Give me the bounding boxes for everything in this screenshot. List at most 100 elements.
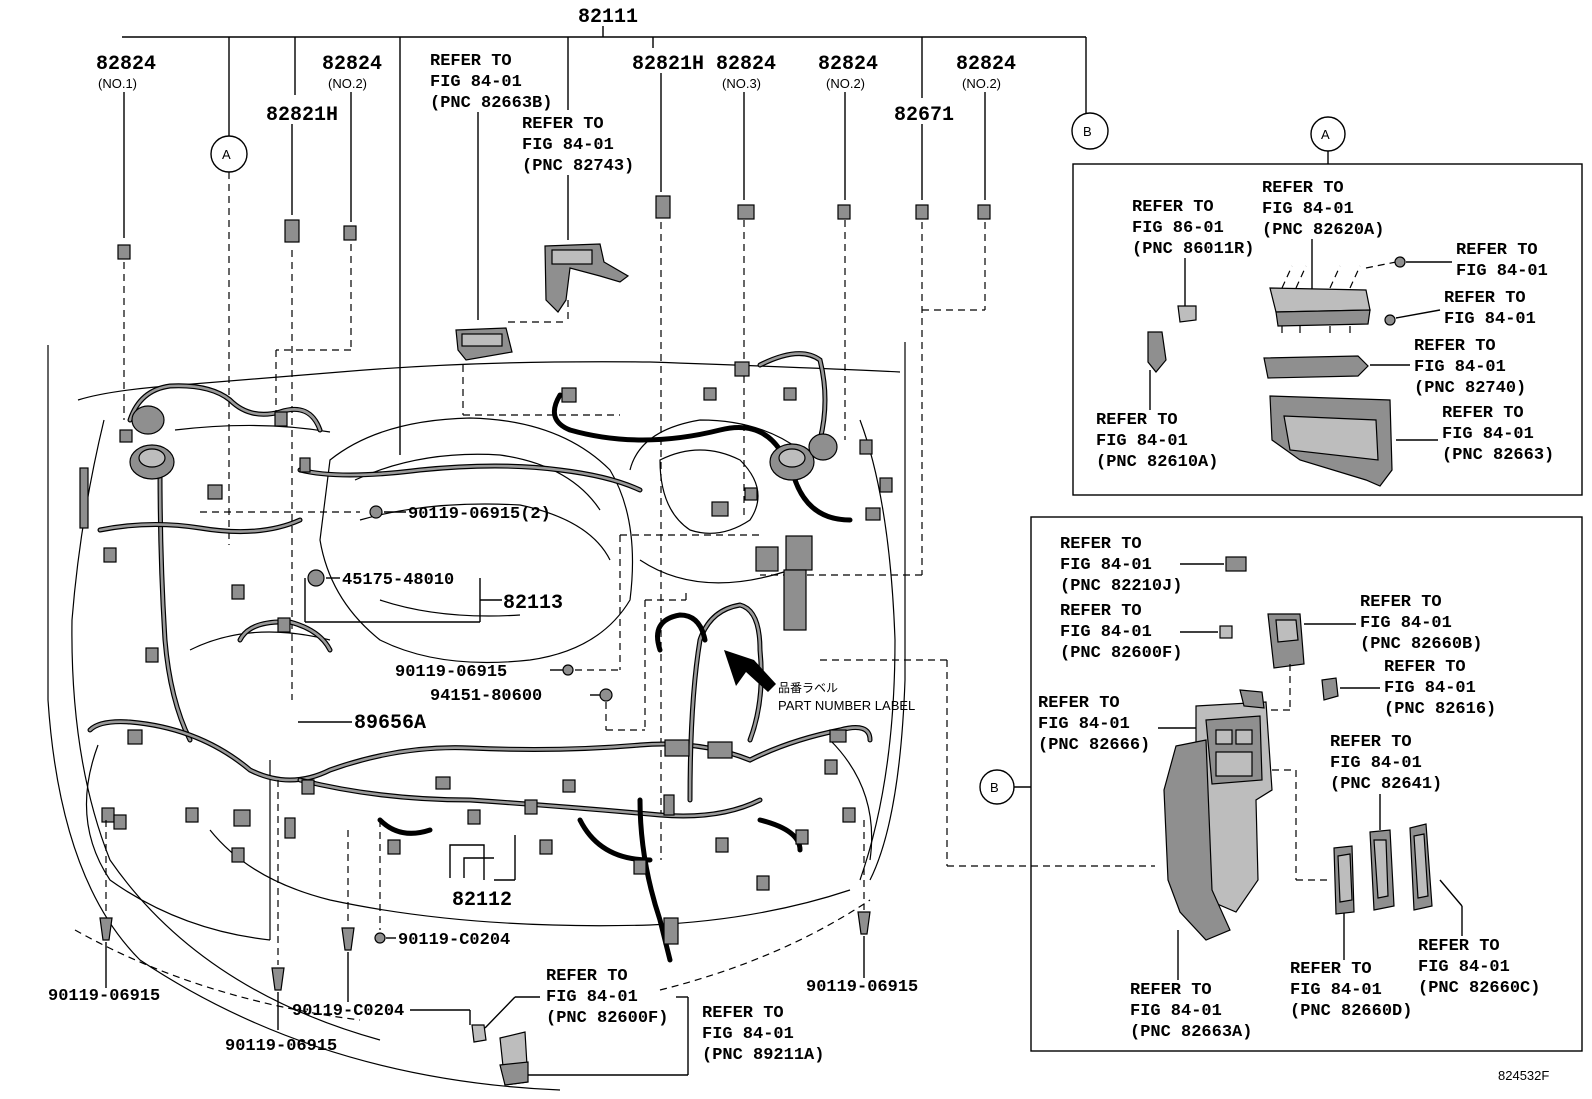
svg-text:FIG 84-01: FIG 84-01 xyxy=(1360,614,1452,633)
svg-text:REFER TO: REFER TO xyxy=(1418,937,1500,956)
callout-b-main: B xyxy=(1071,112,1109,150)
svg-text:FIG 84-01: FIG 84-01 xyxy=(1444,310,1536,329)
vehicle-body-outline xyxy=(47,342,906,1091)
svg-text:FIG 84-01: FIG 84-01 xyxy=(1384,679,1476,698)
svg-text:(PNC 82740): (PNC 82740) xyxy=(1414,379,1526,398)
svg-text:(NO.2): (NO.2) xyxy=(962,76,1001,91)
callout-a-main: A xyxy=(210,135,248,545)
svg-text:REFER TO: REFER TO xyxy=(1060,602,1142,621)
svg-text:(PNC 82210J): (PNC 82210J) xyxy=(1060,577,1182,596)
main-part-label: 82111 xyxy=(578,6,638,29)
part-number-label: 品番ラベル PART NUMBER LABEL xyxy=(724,650,915,713)
top-label-82671: 82671 xyxy=(760,104,985,576)
svg-text:82821H: 82821H xyxy=(266,104,338,127)
svg-text:B: B xyxy=(1083,124,1092,139)
svg-text:FIG 84-01: FIG 84-01 xyxy=(522,136,614,155)
svg-text:(PNC 86011R): (PNC 86011R) xyxy=(1132,240,1254,259)
bolt-90119-c0204-b: 90119-C0204 xyxy=(292,830,471,1025)
svg-text:REFER TO: REFER TO xyxy=(1130,981,1212,1000)
ref-main-89211a: REFER TO FIG 84-01 (PNC 89211A) xyxy=(520,996,824,1076)
top-label-82821h-b: 82821H xyxy=(632,53,704,860)
svg-text:FIG 84-01: FIG 84-01 xyxy=(1096,432,1188,451)
svg-text:(PNC 82663A): (PNC 82663A) xyxy=(1130,1023,1252,1042)
clip-45175-48010: 45175-48010 82113 xyxy=(304,569,563,623)
bolt-90119-06915-2: 90119-06915(2) xyxy=(200,505,551,524)
svg-text:REFER TO: REFER TO xyxy=(702,1004,784,1023)
svg-text:B: B xyxy=(990,780,999,795)
svg-text:FIG 84-01: FIG 84-01 xyxy=(1038,715,1130,734)
svg-text:82824: 82824 xyxy=(818,53,878,76)
svg-text:(NO.2): (NO.2) xyxy=(328,76,367,91)
main-part-bracket: 82111 xyxy=(122,6,1087,455)
svg-text:(PNC 89211A): (PNC 89211A) xyxy=(702,1046,824,1065)
svg-text:REFER TO: REFER TO xyxy=(1442,404,1524,423)
engine-block xyxy=(319,417,801,664)
bolt-90119-c0204-a: 90119-C0204 xyxy=(374,820,510,950)
svg-text:FIG 84-01: FIG 84-01 xyxy=(1442,425,1534,444)
svg-text:REFER TO: REFER TO xyxy=(1290,960,1372,979)
svg-text:FIG 84-01: FIG 84-01 xyxy=(1262,200,1354,219)
svg-text:(PNC 82660B): (PNC 82660B) xyxy=(1360,635,1482,654)
top-label-82824-no2-c: 82824 (NO.2) xyxy=(956,53,1016,310)
svg-text:(PNC 82616): (PNC 82616) xyxy=(1384,700,1496,719)
bolt-90119-06915-right: 90119-06915 xyxy=(806,820,918,997)
top-label-82824-no3: 82824 (NO.3) xyxy=(716,53,776,520)
svg-text:82821H: 82821H xyxy=(632,53,704,76)
svg-text:REFER TO: REFER TO xyxy=(522,115,604,134)
svg-text:FIG 84-01: FIG 84-01 xyxy=(1330,754,1422,773)
figure-id: 824532F xyxy=(1498,1068,1549,1083)
svg-text:FIG 84-01: FIG 84-01 xyxy=(702,1025,794,1044)
svg-text:(PNC 82660C): (PNC 82660C) xyxy=(1418,979,1540,998)
svg-text:REFER TO: REFER TO xyxy=(1262,179,1344,198)
nut-94151-80600: 94151-80600 xyxy=(430,590,687,731)
svg-text:REFER TO: REFER TO xyxy=(1096,411,1178,430)
harness-wires xyxy=(87,351,873,963)
svg-text:82113: 82113 xyxy=(503,592,563,615)
top-label-82821h-a: 82821H xyxy=(266,104,338,700)
ref-main-82743: REFER TO FIG 84-01 (PNC 82743) xyxy=(522,115,634,240)
svg-text:(NO.2): (NO.2) xyxy=(826,76,865,91)
relay-block-82663b xyxy=(455,327,513,361)
top-label-82824-no1: 82824 (NO.1) xyxy=(96,53,156,420)
svg-text:REFER TO: REFER TO xyxy=(1414,337,1496,356)
grommet-right xyxy=(769,433,838,481)
svg-text:REFER TO: REFER TO xyxy=(1060,535,1142,554)
svg-text:82824: 82824 xyxy=(956,53,1016,76)
top-label-82824-no2-b: 82824 (NO.2) xyxy=(818,53,878,440)
svg-text:(NO.3): (NO.3) xyxy=(722,76,761,91)
svg-text:82824: 82824 xyxy=(716,53,776,76)
svg-text:(PNC 82660D): (PNC 82660D) xyxy=(1290,1002,1412,1021)
ref-main-82600f: REFER TO FIG 84-01 (PNC 82600F) xyxy=(484,967,668,1029)
svg-text:FIG 84-01: FIG 84-01 xyxy=(1060,623,1152,642)
svg-text:(PNC 82663): (PNC 82663) xyxy=(1442,446,1554,465)
bolt-90119-06915-left: 90119-06915 xyxy=(48,820,160,1006)
svg-text:FIG 84-01: FIG 84-01 xyxy=(1414,358,1506,377)
svg-text:REFER TO: REFER TO xyxy=(1360,593,1442,612)
svg-text:FIG 86-01: FIG 86-01 xyxy=(1132,219,1224,238)
svg-text:REFER TO: REFER TO xyxy=(430,52,512,71)
ref-main-82663b: REFER TO FIG 84-01 (PNC 82663B) xyxy=(430,52,552,320)
svg-text:(NO.1): (NO.1) xyxy=(98,76,137,91)
svg-text:(PNC 82600F): (PNC 82600F) xyxy=(546,1009,668,1028)
svg-text:(PNC 82600F): (PNC 82600F) xyxy=(1060,644,1182,663)
svg-text:FIG 84-01: FIG 84-01 xyxy=(1456,262,1548,281)
svg-text:94151-80600: 94151-80600 xyxy=(430,687,542,706)
svg-text:FIG 84-01: FIG 84-01 xyxy=(1290,981,1382,1000)
svg-text:REFER TO: REFER TO xyxy=(1330,733,1412,752)
svg-text:FIG 84-01: FIG 84-01 xyxy=(430,73,522,92)
svg-text:REFER TO: REFER TO xyxy=(546,967,628,986)
svg-text:90119-C0204: 90119-C0204 xyxy=(398,931,510,950)
bolt-90119-06915: 90119-06915 xyxy=(395,534,760,682)
svg-text:82824: 82824 xyxy=(96,53,156,76)
svg-text:A: A xyxy=(222,147,231,162)
svg-text:品番ラベル: 品番ラベル xyxy=(778,681,838,695)
svg-text:82112: 82112 xyxy=(452,889,512,912)
detail-box-a: A REFER TO FIG 86-01 (PNC 86011R) REFER … xyxy=(1072,116,1583,496)
svg-text:(PNC 82610A): (PNC 82610A) xyxy=(1096,453,1218,472)
svg-text:90119-06915: 90119-06915 xyxy=(395,663,507,682)
svg-text:90119-C0204: 90119-C0204 xyxy=(292,1002,404,1021)
relay-82600f-main xyxy=(471,1024,487,1043)
svg-text:(PNC 82666): (PNC 82666) xyxy=(1038,736,1150,755)
svg-text:(PNC 82641): (PNC 82641) xyxy=(1330,775,1442,794)
